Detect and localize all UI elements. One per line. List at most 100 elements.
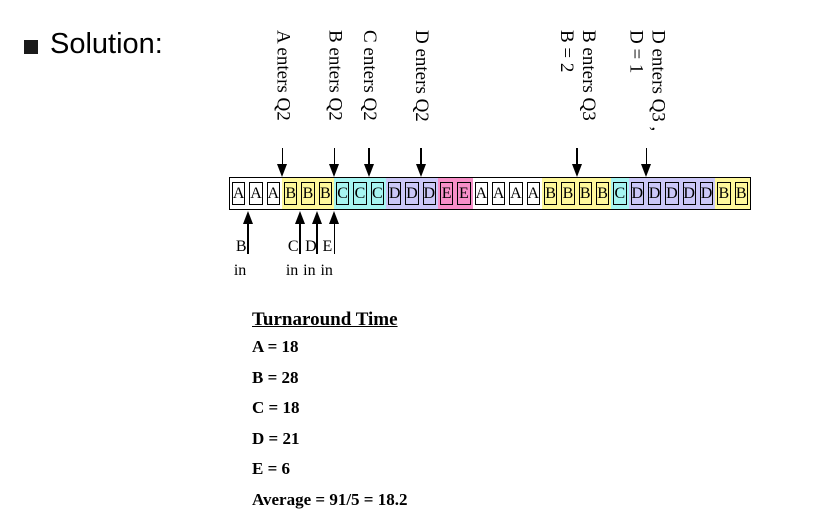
arrival-process-label: C xyxy=(287,238,299,255)
queue-event-line: D = 1 xyxy=(625,30,647,74)
timeline-cell-label: C xyxy=(353,182,367,205)
timeline-cell-label: D xyxy=(387,182,402,205)
timeline-cell-label: B xyxy=(595,182,610,205)
timeline-cell: A xyxy=(524,178,542,209)
timeline-cell-label: C xyxy=(335,182,350,205)
timeline-cell-label: D xyxy=(647,182,662,205)
timeline-cell-label: E xyxy=(439,182,454,205)
down-arrow-line xyxy=(576,148,578,166)
timeline-cell: E xyxy=(437,178,456,209)
turnaround-row: B = 28 xyxy=(252,367,299,387)
timeline-cell: D xyxy=(680,178,698,209)
timeline-cell: C xyxy=(368,178,386,209)
timeline-cell: B xyxy=(715,178,733,209)
queue-event-label: B enters Q2 xyxy=(323,30,345,121)
timeline-cell: C xyxy=(351,178,369,209)
timeline-cell: D xyxy=(645,178,664,209)
arrival-process-label: B xyxy=(235,238,247,255)
down-arrow-line xyxy=(281,148,284,166)
queue-event-label: A enters Q2 xyxy=(271,30,293,121)
turnaround-row: Average = 91/5 = 18.2 xyxy=(252,489,408,509)
timeline-cell: D xyxy=(663,178,681,209)
turnaround-row: D = 21 xyxy=(252,428,300,448)
queue-event-label: D enters Q3 ,D = 1 xyxy=(624,30,668,131)
timeline-cell-label: E xyxy=(457,182,471,205)
timeline-cell: D xyxy=(420,178,438,209)
queue-event-line: B = 2 xyxy=(556,30,578,73)
queue-event-line: D enters Q2 xyxy=(411,30,433,122)
solution-heading: Solution: xyxy=(50,28,163,60)
timeline-cell-label: B xyxy=(578,182,592,205)
timeline-cell: C xyxy=(611,178,629,209)
up-arrow-line xyxy=(299,222,301,254)
timeline-cell-label: B xyxy=(283,182,298,205)
down-arrow-icon xyxy=(329,164,340,177)
down-arrow-icon xyxy=(416,164,427,177)
timeline-cell: B xyxy=(593,178,612,209)
up-arrow-icon xyxy=(329,211,340,224)
turnaround-title: Turnaround Time xyxy=(252,309,398,330)
timeline-cell: B xyxy=(576,178,594,209)
timeline-cell: A xyxy=(230,178,248,209)
bullet-icon xyxy=(24,40,38,54)
down-arrow-line xyxy=(420,148,422,166)
timeline-cell: B xyxy=(559,178,577,209)
timeline-cell-label: A xyxy=(266,182,280,205)
timeline-cell: A xyxy=(507,178,525,209)
timeline-cell: D xyxy=(628,178,646,209)
timeline-cell: A xyxy=(264,178,282,209)
down-arrow-line xyxy=(368,148,370,166)
down-arrow-line xyxy=(645,148,648,166)
timeline-cell: D xyxy=(697,178,716,209)
up-arrow-line xyxy=(333,222,336,254)
queue-event-line: C enters Q2 xyxy=(359,30,381,121)
timeline-cell-label: D xyxy=(630,182,644,205)
timeline-cell-label: B xyxy=(734,182,748,205)
down-arrow-icon xyxy=(641,164,652,177)
down-arrow-icon xyxy=(277,164,288,177)
timeline-cell: C xyxy=(333,178,352,209)
queue-event-line: A enters Q2 xyxy=(272,30,294,121)
timeline-cell: A xyxy=(472,178,490,209)
down-arrow-line xyxy=(333,148,336,166)
queue-event-label: C enters Q2 xyxy=(358,30,380,121)
timeline-cell-label: D xyxy=(682,182,696,205)
timeline-cell-label: C xyxy=(370,182,384,205)
queue-event-label: D enters Q2 xyxy=(410,30,432,122)
turnaround-row: C = 18 xyxy=(252,398,300,417)
turnaround-row: E = 6 xyxy=(252,459,291,478)
timeline-cell-label: D xyxy=(699,182,714,205)
timeline-cell: B xyxy=(316,178,334,209)
timeline-cell: B xyxy=(732,178,750,209)
timeline-cell: B xyxy=(299,178,317,209)
timeline-cell: D xyxy=(385,178,404,209)
timeline-cell: A xyxy=(489,178,508,209)
timeline-cell-label: B xyxy=(543,182,558,205)
arrival-process-label: D xyxy=(305,238,317,255)
timeline-cell-label: D xyxy=(405,182,419,205)
timeline-cell-label: D xyxy=(665,182,679,205)
timeline-cell-label: B xyxy=(561,182,575,205)
timeline-cell-label: B xyxy=(301,182,315,205)
timeline-cell: D xyxy=(403,178,421,209)
timeline-cell-label: A xyxy=(491,182,506,205)
timeline-cell: B xyxy=(541,178,560,209)
timeline-cell: B xyxy=(281,178,300,209)
timeline-cell-label: A xyxy=(526,182,540,205)
timeline-cell-label: A xyxy=(474,182,488,205)
queue-event-line: B enters Q2 xyxy=(324,30,346,121)
timeline-cell-label: B xyxy=(717,182,731,205)
arrival-process-label: E xyxy=(322,238,333,255)
up-arrow-icon xyxy=(312,211,323,224)
timeline-cell-label: A xyxy=(232,182,246,205)
up-arrow-line xyxy=(316,222,318,254)
up-arrow-icon xyxy=(294,211,305,224)
turnaround-row: A = 18 xyxy=(252,337,299,356)
up-arrow-line xyxy=(247,222,249,254)
timeline-cell: E xyxy=(455,178,473,209)
arrival-in-label: in xyxy=(233,262,247,279)
timeline-cell: A xyxy=(247,178,265,209)
queue-event-line: B enters Q3 xyxy=(578,30,600,121)
